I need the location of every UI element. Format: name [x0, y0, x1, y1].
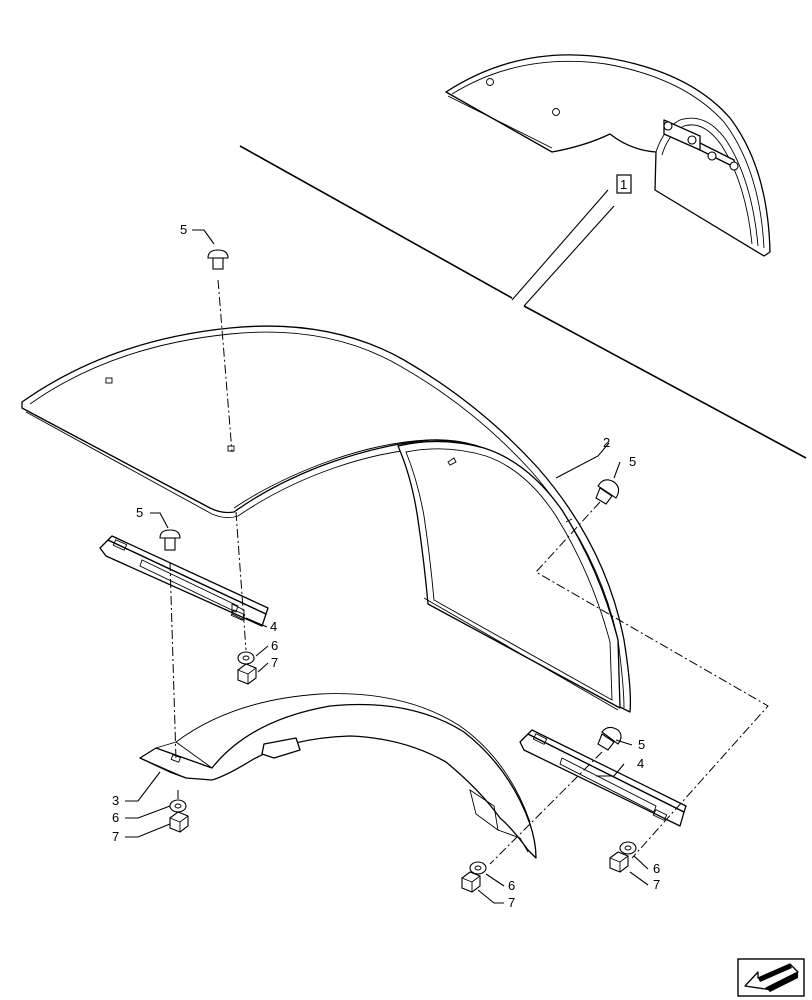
strap-left: [99, 535, 269, 627]
nut-lower-right: [609, 851, 629, 873]
callout-bolt-right-lower: 5: [638, 737, 645, 752]
view-separator-lines: [239, 145, 807, 459]
callout-washer-lower-right: 6: [653, 861, 660, 876]
washer-lower-right: [619, 841, 637, 855]
callout-nut-left-strap: 7: [271, 655, 278, 670]
bolt-left: [159, 529, 181, 551]
washer-bracket: [169, 799, 187, 813]
callout-strap-right: 4: [637, 756, 644, 771]
callout-nut-lower-right: 7: [653, 877, 660, 892]
bolt-right-upper: [595, 479, 620, 505]
callout-bolt-right-upper: 5: [629, 454, 636, 469]
callout-strap-left: 4: [270, 619, 277, 634]
washer-left-strap: [237, 651, 255, 665]
nut-left-strap: [237, 663, 257, 685]
strap-right: [519, 729, 687, 827]
nut-lower-mid: [461, 871, 481, 893]
callout-nut-lower-mid: 7: [508, 895, 515, 910]
inset-fender-assembly: [445, 54, 771, 257]
callout-support-bracket: 3: [112, 793, 119, 808]
nut-bracket: [169, 811, 189, 833]
washer-lower-mid: [469, 861, 487, 875]
callout-bolt-top: 5: [180, 222, 187, 237]
arrow-icon: [737, 958, 805, 997]
support-bracket: [139, 693, 537, 859]
callout-washer-bracket: 6: [112, 810, 119, 825]
inset-strap: [663, 119, 739, 171]
callout-washer-lower-mid: 6: [508, 878, 515, 893]
main-fender: [21, 325, 632, 713]
leader-lines: [125, 229, 649, 904]
callout-nut-bracket: 7: [112, 829, 119, 844]
callout-fender: 2: [603, 435, 610, 450]
callout-labels: 1 2 5 5 5 4 6 7 3 6 7 5 4 6 7 6 7: [112, 174, 660, 910]
callout-ref-box: 1: [620, 177, 627, 192]
callout-washer-left-strap: 6: [271, 638, 278, 653]
ref-box: [616, 174, 632, 194]
bolt-right-lower: [597, 726, 622, 751]
bolt-top: [207, 249, 229, 270]
callout-bolt-left: 5: [136, 505, 143, 520]
assembly-center-lines: [169, 279, 769, 865]
